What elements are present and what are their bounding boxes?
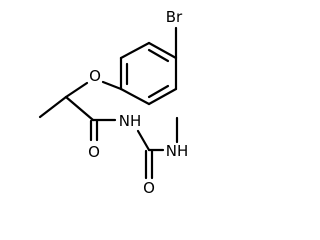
o-ch-bond: [64, 81, 89, 99]
ch-methyl-bond: [38, 95, 68, 119]
chemical-structure: Br O O NH O NH: [38, 8, 189, 197]
ring-double-bond: [147, 48, 170, 63]
carbonyl-oxygen-left-label: O: [88, 143, 100, 161]
ring-bond: [119, 41, 151, 60]
ch-carbonyl-bond: [64, 95, 95, 122]
ring-bond: [147, 41, 178, 60]
ether-oxygen-label: O: [89, 67, 101, 85]
carbonyl-oxygen-right-label: O: [143, 179, 155, 197]
benzene-ring: [119, 41, 178, 106]
ring-bond: [147, 87, 178, 106]
ring-double-bond: [147, 84, 170, 99]
bromine-label: Br: [166, 8, 183, 26]
methylamino-nitrogen-label: NH: [166, 142, 189, 160]
amide-nitrogen-label: NH: [119, 112, 142, 130]
n-urea-carbon-bond: [136, 129, 151, 152]
ring-o-bond: [101, 80, 123, 91]
ring-bond: [119, 87, 151, 106]
